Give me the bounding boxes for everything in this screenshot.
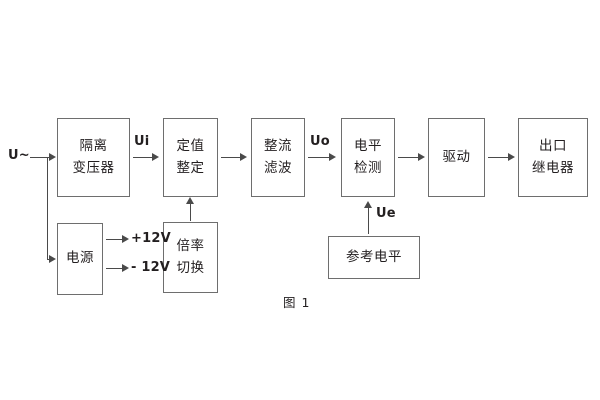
level-to-drive-line (398, 157, 422, 158)
branch-to-isolation-arrow-icon (49, 153, 56, 161)
multiplier-to-setting-arrow-icon (186, 197, 194, 204)
drive-to-relay-line (488, 157, 512, 158)
block-multiplier-switch-line1: 倍率 (176, 237, 205, 254)
block-reference-level-line1: 参考电平 (346, 248, 402, 265)
input-branch-bus (47, 157, 48, 259)
rail-negative-arrow-icon (122, 264, 129, 272)
block-level-detection-line2: 检测 (354, 159, 382, 176)
isolation-to-setting-line (133, 157, 155, 158)
rail-positive-line (106, 239, 125, 240)
setting-to-rectify-arrow-icon (240, 153, 247, 161)
figure-caption: 图 1 (283, 295, 311, 310)
block-isolation-transformer-line2: 变压器 (72, 159, 115, 176)
rectify-to-level-line (308, 157, 332, 158)
rail-negative-line (106, 268, 125, 269)
block-output-relay[interactable]: 出口 继电器 (518, 118, 588, 197)
signal-ue-label: Ue (376, 206, 396, 221)
signal-ui-label: Ui (134, 134, 150, 149)
signal-uo-label: Uo (310, 134, 330, 149)
isolation-to-setting-arrow-icon (152, 153, 159, 161)
block-isolation-transformer[interactable]: 隔离 变压器 (57, 118, 130, 197)
block-level-detection-line1: 电平 (354, 137, 382, 154)
reference-to-level-arrow-icon (364, 201, 372, 208)
setting-to-rectify-line (221, 157, 244, 158)
block-power-supply-line1: 电源 (66, 250, 94, 267)
block-output-relay-line2: 继电器 (532, 159, 574, 176)
drive-to-relay-arrow-icon (508, 153, 515, 161)
block-rectify-filter-line1: 整流 (264, 137, 292, 154)
reference-to-level-line (368, 206, 369, 234)
block-drive-line1: 驱动 (442, 148, 471, 165)
block-output-relay-line1: 出口 (539, 137, 567, 154)
input-stub-line (30, 157, 48, 158)
block-setting-value-line2: 整定 (176, 159, 205, 176)
rail-negative-label: - 12V (131, 260, 171, 275)
branch-to-power-arrow-icon (49, 255, 56, 263)
block-rectify-filter[interactable]: 整流 滤波 (251, 118, 305, 197)
level-to-drive-arrow-icon (418, 153, 425, 161)
rectify-to-level-arrow-icon (329, 153, 336, 161)
block-level-detection[interactable]: 电平 检测 (341, 118, 395, 197)
rail-positive-label: +12V (131, 231, 171, 246)
block-multiplier-switch-line2: 切换 (176, 259, 205, 276)
input-signal-label: U~ (8, 148, 30, 163)
block-rectify-filter-line2: 滤波 (264, 159, 292, 176)
rail-positive-arrow-icon (122, 235, 129, 243)
multiplier-to-setting-line (190, 202, 191, 221)
block-setting-value-line1: 定值 (176, 137, 205, 154)
block-reference-level[interactable]: 参考电平 (328, 236, 420, 279)
block-isolation-transformer-line1: 隔离 (79, 137, 108, 154)
block-multiplier-switch[interactable]: 倍率 切换 (163, 222, 218, 293)
block-power-supply[interactable]: 电源 (57, 223, 103, 295)
block-setting-value[interactable]: 定值 整定 (163, 118, 218, 197)
block-drive[interactable]: 驱动 (428, 118, 485, 197)
